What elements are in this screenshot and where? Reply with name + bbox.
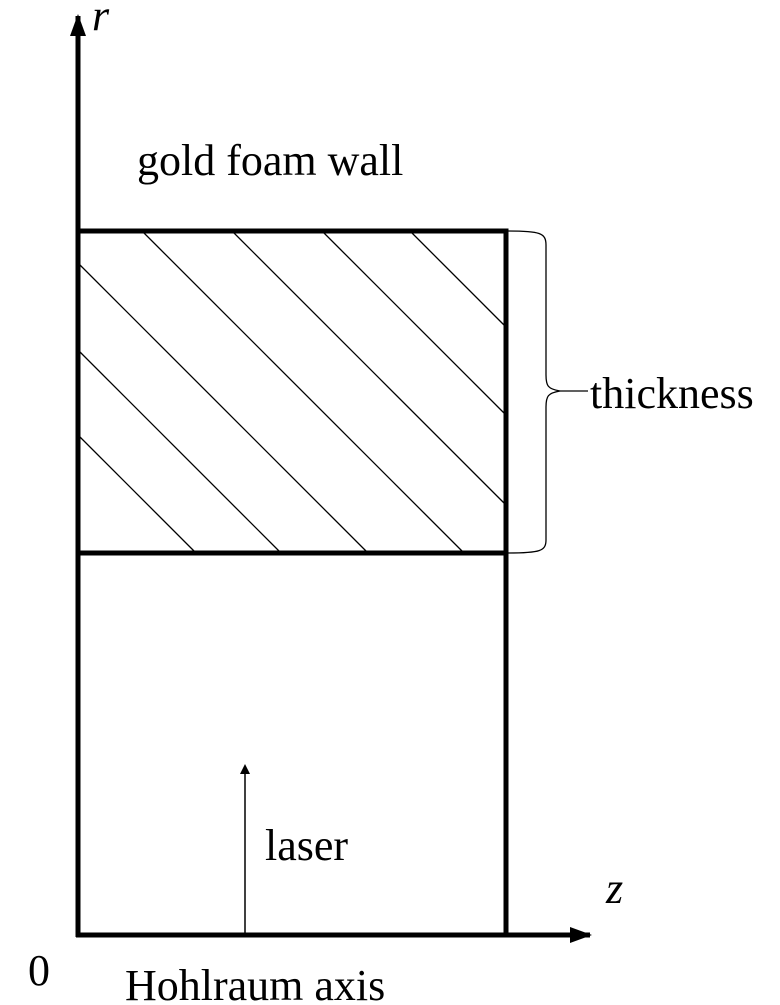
z-axis-label: z [605, 864, 623, 913]
thickness-brace [507, 230, 561, 554]
hohlraum-axis-caption: Hohlraum axis [125, 961, 385, 1005]
wall-hatching [77, 230, 507, 554]
thickness-label: thickness [590, 369, 754, 418]
gold-foam-wall-region [75, 228, 509, 556]
laser-label: laser [265, 821, 348, 870]
r-axis-label: r [92, 0, 110, 40]
origin-label: 0 [28, 946, 50, 995]
wall-label: gold foam wall [137, 136, 403, 185]
